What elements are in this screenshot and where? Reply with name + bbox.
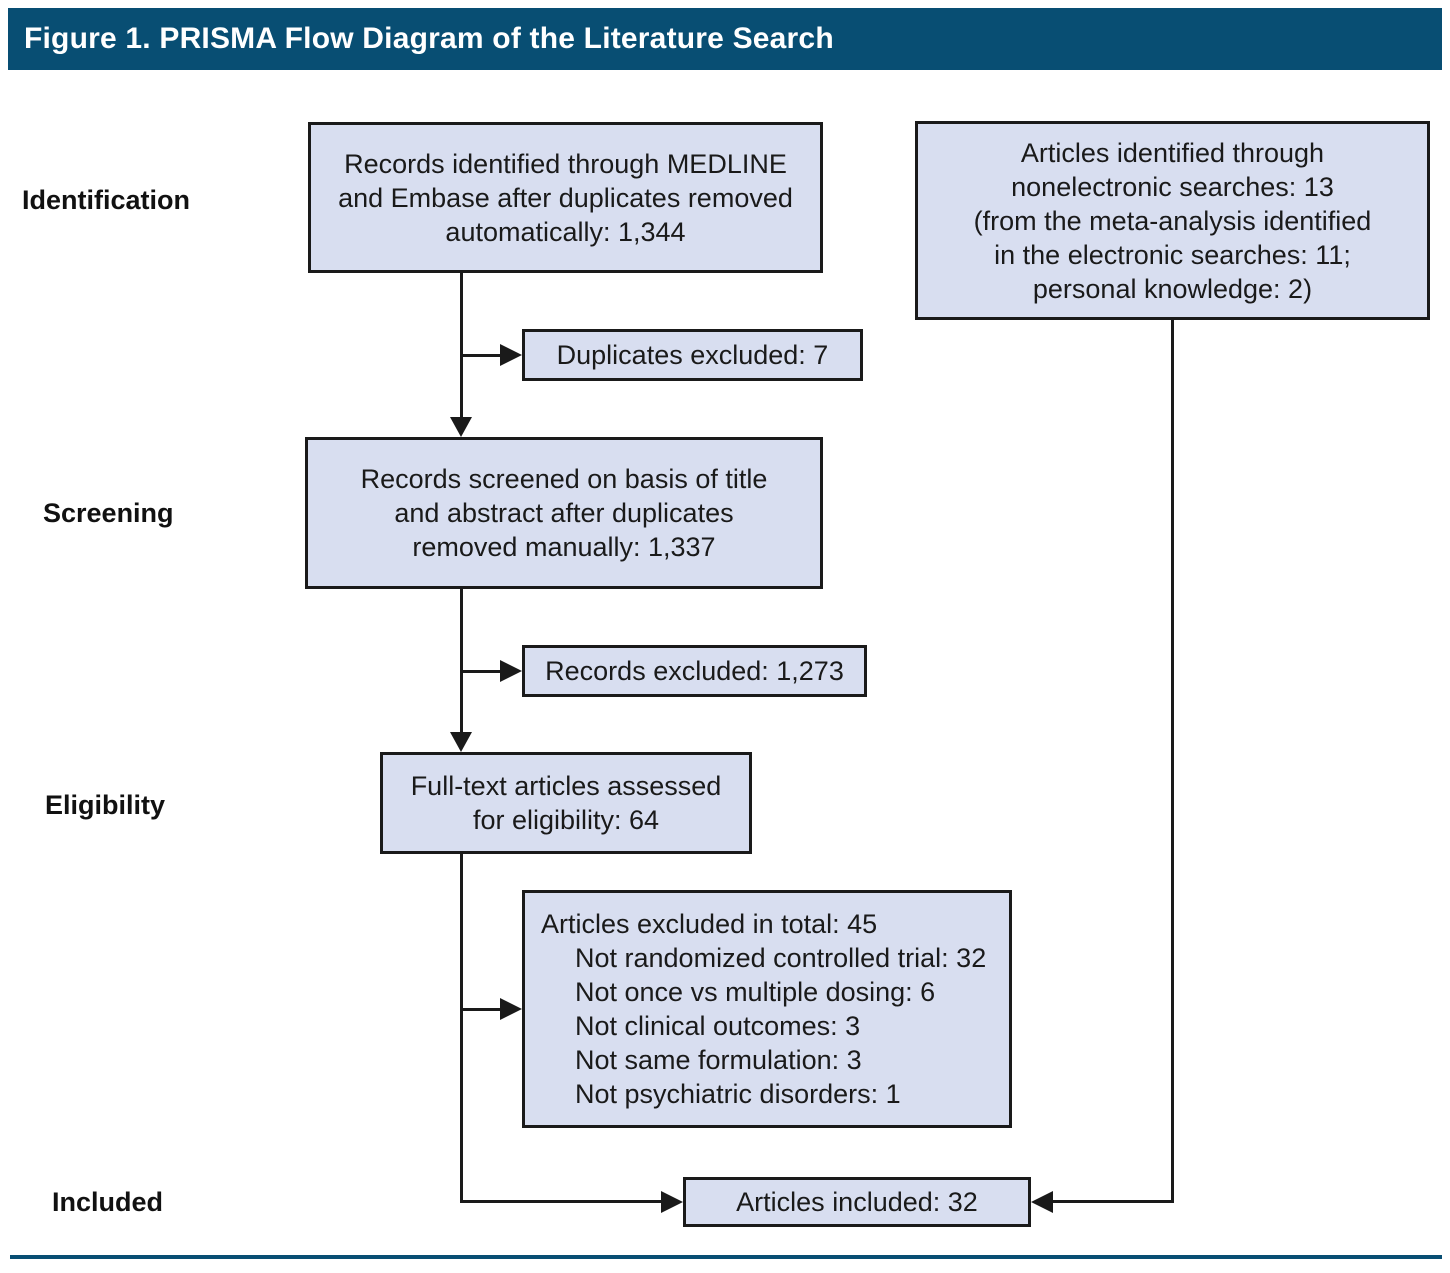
connector-to-duplicates-excluded [461, 354, 502, 357]
box-nonelectronic-articles-text: Articles identified through nonelectroni… [973, 137, 1372, 304]
arrowhead-to-records-excluded [500, 660, 522, 682]
connector-to-articles-excluded [461, 1008, 502, 1011]
figure-title: Figure 1. PRISMA Flow Diagram of the Lit… [24, 22, 834, 55]
excluded-reason: Not randomized controlled trial: 32 [575, 943, 987, 973]
connector-screened-to-fulltext [460, 588, 463, 734]
stage-label-identification: Identification [22, 185, 190, 215]
box-records-screened: Records screened on basis of title and a… [305, 437, 823, 589]
arrowhead-to-articles-excluded [500, 998, 522, 1020]
box-articles-included: Articles included: 32 [683, 1177, 1031, 1227]
connector-left-into-included [461, 1200, 661, 1203]
connector-right-into-included [1053, 1200, 1173, 1203]
arrowhead-down-to-screened [450, 417, 472, 437]
connector-to-records-excluded [461, 670, 502, 673]
connector-fulltext-to-included [460, 853, 463, 1203]
box-fulltext-assessed-text: Full-text articles assessed for eligibil… [410, 771, 722, 835]
stage-label-screening: Screening [43, 498, 174, 528]
arrowhead-right-into-included [1031, 1191, 1053, 1213]
arrowhead-left-into-included [661, 1191, 683, 1213]
box-nonelectronic-articles: Articles identified through nonelectroni… [915, 121, 1430, 320]
connector-identified-to-screened [460, 272, 463, 419]
figure-title-bar: Figure 1. PRISMA Flow Diagram of the Lit… [8, 8, 1442, 70]
box-records-identified: Records identified through MEDLINE and E… [308, 122, 823, 273]
box-records-excluded: Records excluded: 1,273 [522, 645, 867, 697]
arrowhead-to-duplicates-excluded [500, 344, 522, 366]
box-articles-excluded-title: Articles excluded in total: 45 [541, 909, 878, 939]
bottom-rule [10, 1255, 1442, 1259]
box-fulltext-assessed: Full-text articles assessed for eligibil… [380, 752, 752, 854]
stage-label-included: Included [52, 1187, 164, 1217]
connector-nonelectronic-to-included [1171, 319, 1174, 1203]
box-articles-included-text: Articles included: 32 [736, 1187, 978, 1217]
excluded-reason: Not once vs multiple dosing: 6 [575, 977, 936, 1007]
box-records-excluded-text: Records excluded: 1,273 [545, 656, 844, 686]
excluded-reason: Not psychiatric disorders: 1 [575, 1079, 901, 1109]
box-duplicates-excluded: Duplicates excluded: 7 [522, 329, 863, 381]
arrowhead-down-to-fulltext [450, 732, 472, 752]
stage-label-eligibility: Eligibility [45, 790, 166, 820]
excluded-reason: Not same formulation: 3 [575, 1045, 862, 1075]
box-records-identified-text: Records identified through MEDLINE and E… [338, 148, 793, 247]
box-duplicates-excluded-text: Duplicates excluded: 7 [556, 340, 829, 370]
box-records-screened-text: Records screened on basis of title and a… [360, 464, 768, 562]
excluded-reason: Not clinical outcomes: 3 [575, 1011, 861, 1041]
box-articles-excluded: Articles excluded in total: 45 Not rando… [522, 890, 1012, 1128]
